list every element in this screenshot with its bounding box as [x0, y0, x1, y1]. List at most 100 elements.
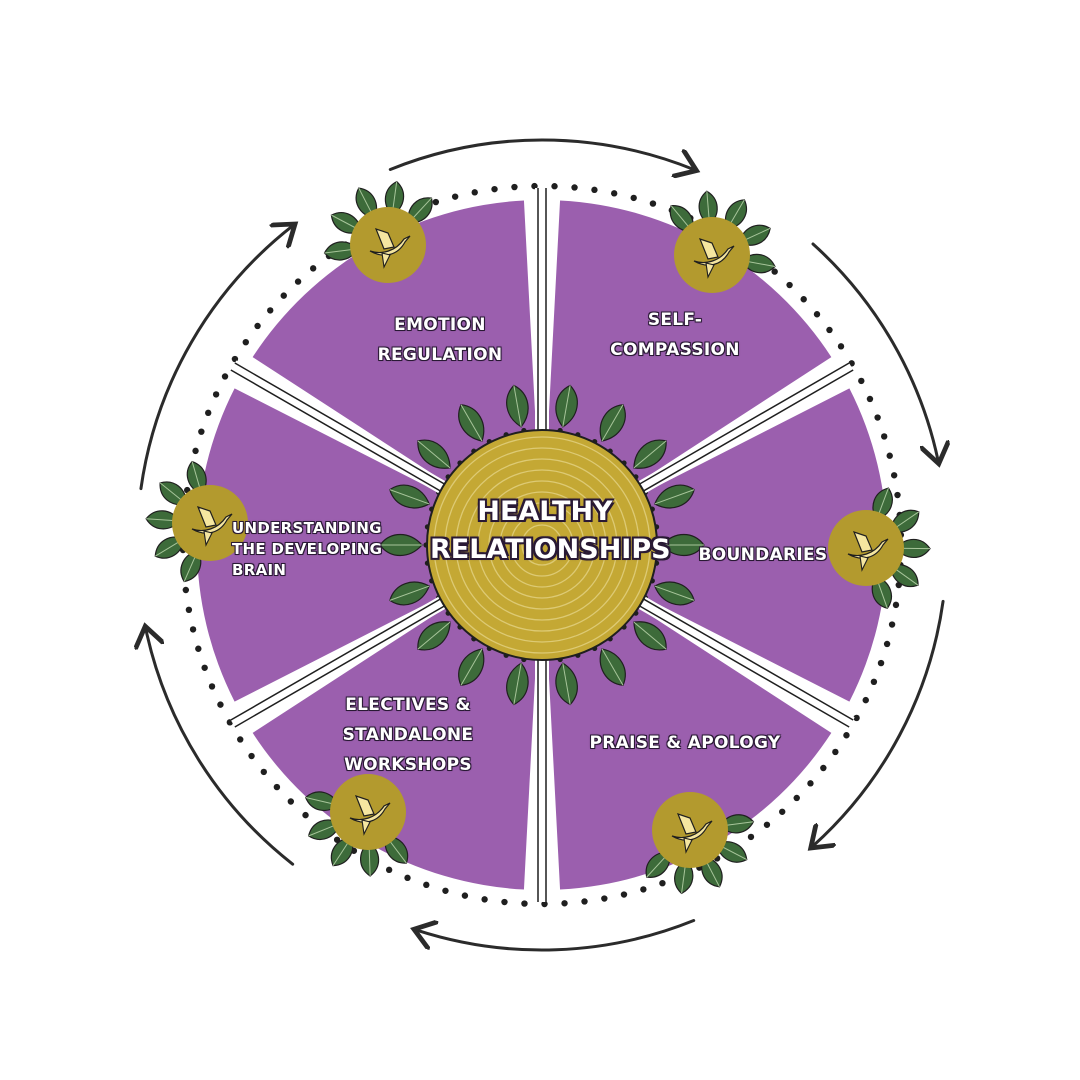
border-dot — [221, 373, 229, 380]
border-dot — [217, 701, 224, 708]
leaf-icon — [633, 621, 667, 651]
bird-tail — [203, 530, 213, 547]
divider-1 — [629, 360, 855, 499]
border-dot — [779, 808, 786, 815]
center-ring — [455, 458, 629, 632]
center-ring — [477, 480, 607, 610]
border-dot — [610, 190, 618, 197]
leaf-icon — [384, 835, 409, 864]
border-dot — [894, 491, 901, 499]
border-dot — [820, 764, 827, 772]
bird-medallions — [172, 207, 904, 868]
border-dot — [294, 278, 302, 285]
divider-line-b-5 — [230, 369, 450, 497]
border-dot — [451, 193, 459, 200]
border-dot — [511, 183, 518, 191]
bird-wing — [698, 238, 719, 260]
medallion-understanding-brain — [172, 485, 248, 561]
leaf-icon — [555, 662, 578, 706]
divider-line-a-1 — [634, 369, 854, 497]
border-dot — [640, 886, 647, 893]
border-dot — [432, 198, 440, 206]
medallion-electives — [330, 774, 406, 850]
leaf-vein — [562, 663, 571, 705]
border-dot — [189, 626, 197, 633]
border-dot — [620, 891, 628, 898]
segment-boundaries — [631, 388, 887, 702]
leaf-icon — [407, 197, 433, 224]
divider-line-b-1 — [630, 362, 850, 490]
border-dot — [201, 664, 208, 671]
border-dot — [260, 768, 267, 776]
center-ring — [499, 502, 585, 588]
segment-dividers — [229, 188, 855, 902]
border-dot — [273, 783, 281, 791]
divider-line-a-4 — [230, 593, 450, 721]
border-dot — [630, 194, 637, 202]
cycle-arrows — [139, 138, 943, 952]
medallion-self-compassion — [674, 217, 750, 293]
border-dot — [404, 874, 411, 882]
leaf-icon — [417, 621, 451, 651]
center-ring — [444, 447, 640, 643]
border-dot — [786, 281, 793, 289]
border-dot — [870, 678, 878, 686]
leaf-icon — [599, 648, 626, 686]
leaf-decorations — [145, 180, 931, 895]
center-circle — [426, 429, 658, 661]
border-dot — [280, 292, 287, 299]
leaf-vein — [654, 585, 695, 601]
bird-wing — [354, 795, 375, 817]
medallion-emotion-regulation — [350, 207, 426, 283]
border-dot — [813, 311, 821, 318]
border-dot — [853, 714, 860, 722]
leaf-icon — [330, 836, 354, 867]
border-dot — [205, 409, 212, 417]
bird-wing — [374, 228, 395, 250]
border-dot — [807, 780, 814, 787]
leaf-vein — [601, 404, 624, 442]
leaf-icon — [379, 533, 423, 557]
border-dot — [309, 265, 317, 272]
leaf-icon — [661, 533, 705, 557]
border-dot — [858, 377, 865, 385]
leaf-vein — [460, 404, 483, 442]
leaf-icon — [555, 384, 578, 428]
leaf-icon — [698, 190, 718, 226]
leaf-icon — [506, 384, 529, 428]
leaf-vein — [601, 648, 624, 686]
bird-icon — [671, 813, 713, 854]
center-ring — [466, 469, 618, 621]
curved-arrow-icon — [388, 138, 693, 169]
border-dot — [659, 879, 666, 887]
bird-icon — [191, 506, 233, 547]
bird-tail — [705, 262, 715, 279]
bird-icon — [847, 531, 889, 572]
divider-2 — [629, 591, 855, 730]
border-dot — [883, 640, 891, 648]
bird-tail — [859, 555, 869, 572]
border-dot — [248, 752, 255, 760]
curved-arrow-icon — [139, 226, 293, 491]
leaf-icon — [384, 180, 405, 217]
border-dot — [866, 395, 874, 403]
border-dot — [649, 200, 657, 207]
border-dot — [521, 900, 528, 907]
border-dot — [541, 900, 548, 908]
border-dot — [832, 748, 839, 756]
border-dot — [800, 296, 807, 303]
border-dot — [192, 447, 199, 455]
leaf-icon — [654, 581, 695, 606]
leaf-vein — [389, 585, 430, 601]
border-dot — [571, 184, 578, 191]
leaf-icon — [633, 439, 667, 469]
border-dot — [601, 895, 608, 902]
center-ring — [488, 491, 596, 599]
border-dot — [267, 307, 274, 314]
border-dot — [212, 391, 220, 398]
